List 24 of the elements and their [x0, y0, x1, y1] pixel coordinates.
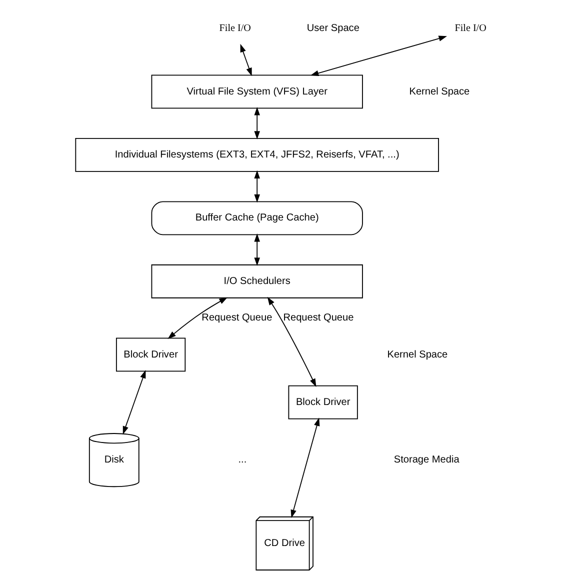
label: Kernel Space: [409, 86, 470, 98]
node-text: File I/O: [219, 23, 251, 34]
arrow: [310, 36, 448, 76]
node-box: Individual Filesystems (EXT3, EXT4, JFFS2, Reiserfs, VFAT, ...): [75, 138, 439, 172]
arrow: [122, 370, 146, 434]
label: Kernel Space: [387, 349, 448, 360]
node-box: Virtual File System (VFS) Layer: [151, 74, 363, 109]
node-box: Block Driver: [288, 385, 358, 420]
edge-label: Request Queue: [283, 312, 354, 324]
node-box: Buffer Cache (Page Cache): [151, 201, 363, 236]
arrow: [267, 296, 316, 387]
arrow: [254, 233, 260, 266]
label: ...: [238, 454, 247, 466]
node-box: Block Driver: [116, 338, 186, 372]
arrow: [254, 107, 260, 140]
node-text: File I/O: [454, 23, 486, 34]
arrow: [254, 170, 260, 203]
node-box: I/O Schedulers: [151, 264, 363, 298]
label: Storage Media: [394, 454, 460, 466]
arrow: [240, 44, 252, 76]
label: User Space: [306, 23, 360, 34]
edge-label: Request Queue: [202, 312, 272, 324]
arrow: [290, 418, 320, 518]
arrow: [168, 297, 228, 339]
